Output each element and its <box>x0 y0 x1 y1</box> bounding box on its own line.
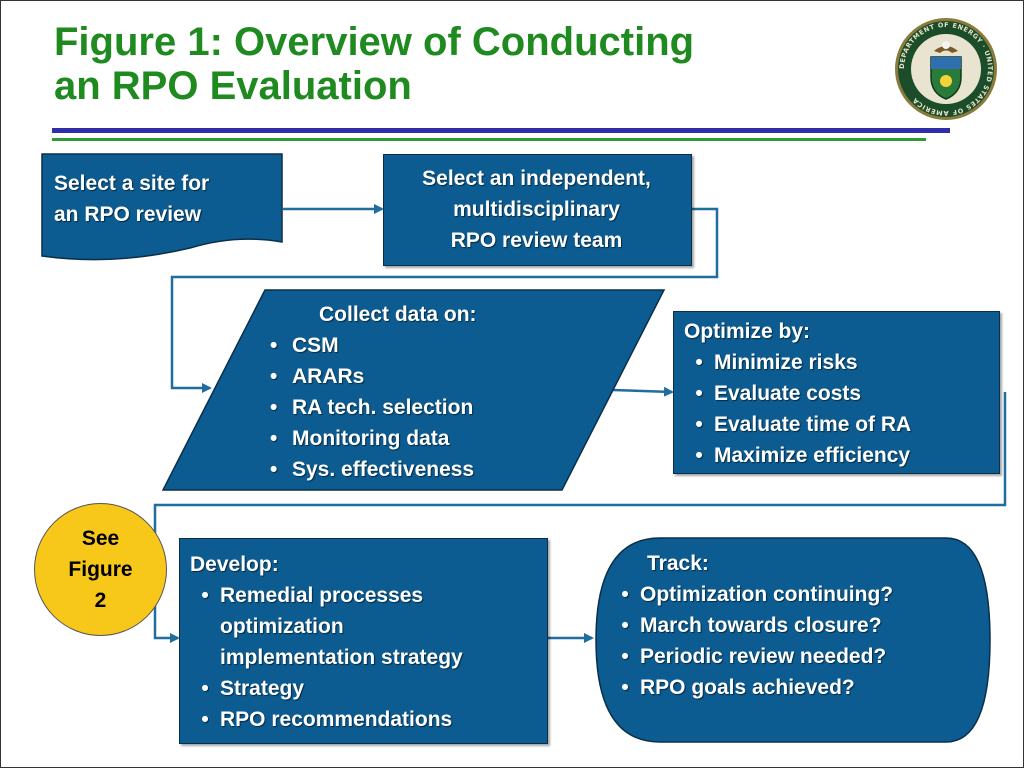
develop-item: •RPO recommendations <box>201 708 453 731</box>
collect-data-step: Collect data on: •CSM •ARARs •RA tech. s… <box>270 299 570 485</box>
collect-data-heading: Collect data on: <box>319 303 477 326</box>
arrow-optimize-to-develop <box>153 392 1007 643</box>
develop-box <box>179 538 548 744</box>
select-team-line-1: Select an independent, <box>422 167 651 190</box>
see-figure-2-circle[interactable]: See Figure 2 <box>34 503 167 636</box>
select-team-line-3: RPO review team <box>450 229 623 252</box>
select-team-box <box>383 154 692 266</box>
doe-seal-logo: DEPARTMENT OF ENERGY · UNITED STATES OF … <box>895 18 997 120</box>
select-site-line-2: an RPO review <box>54 203 202 226</box>
collect-data-parallelogram <box>161 289 666 491</box>
select-site-document-shape <box>41 153 283 261</box>
collect-item: •ARARs <box>270 365 365 388</box>
track-step: Track: •Optimization continuing? •March … <box>610 548 980 703</box>
select-site-line-1: Select a site for <box>54 172 210 195</box>
see-figure-2-text: See Figure 2 <box>68 527 133 612</box>
collect-item: •Monitoring data <box>270 427 450 450</box>
develop-item: •Remedial processes <box>201 584 424 607</box>
optimize-item: •Minimize risks <box>695 351 858 374</box>
collect-item: •RA tech. selection <box>270 396 474 419</box>
optimize-item: •Maximize efficiency <box>695 444 911 467</box>
arrow-team-to-collect <box>170 207 719 393</box>
develop-heading: Develop: <box>190 553 279 576</box>
optimize-item: •Evaluate time of RA <box>695 413 912 436</box>
arrow-collect-to-optimize <box>612 386 674 397</box>
optimize-step: Optimize by: •Minimize risks •Evaluate c… <box>684 316 994 471</box>
track-item: •Periodic review needed? <box>621 645 887 668</box>
optimize-box <box>673 311 1000 474</box>
develop-step: Develop: •Remedial processes optimizatio… <box>190 549 542 735</box>
title-line-1: Figure 1: Overview of Conducting <box>54 20 695 64</box>
select-team-line-2: multidisciplinary <box>453 198 620 221</box>
collect-item: •Sys. effectiveness <box>270 458 475 481</box>
title-line-2: an RPO Evaluation <box>54 64 412 108</box>
collect-item: •CSM <box>270 334 339 357</box>
track-rounded-shape <box>595 537 991 743</box>
slide-title: Figure 1: Overview of Conducting an RPO … <box>54 20 854 108</box>
track-item: •March towards closure? <box>621 614 882 637</box>
select-site-step: Select a site for an RPO review <box>54 168 209 230</box>
track-heading: Track: <box>647 552 709 575</box>
header-rule-green <box>52 138 926 141</box>
track-item: •RPO goals achieved? <box>621 676 855 699</box>
optimize-heading: Optimize by: <box>684 320 811 343</box>
develop-item-continuation: optimization <box>220 615 344 638</box>
develop-item-continuation: implementation strategy <box>220 646 463 669</box>
header-rule-blue <box>52 128 950 133</box>
track-item: •Optimization continuing? <box>621 583 894 606</box>
develop-item: •Strategy <box>201 677 305 700</box>
select-team-step: Select an independent, multidisciplinary… <box>383 163 690 256</box>
optimize-item: •Evaluate costs <box>695 382 862 405</box>
